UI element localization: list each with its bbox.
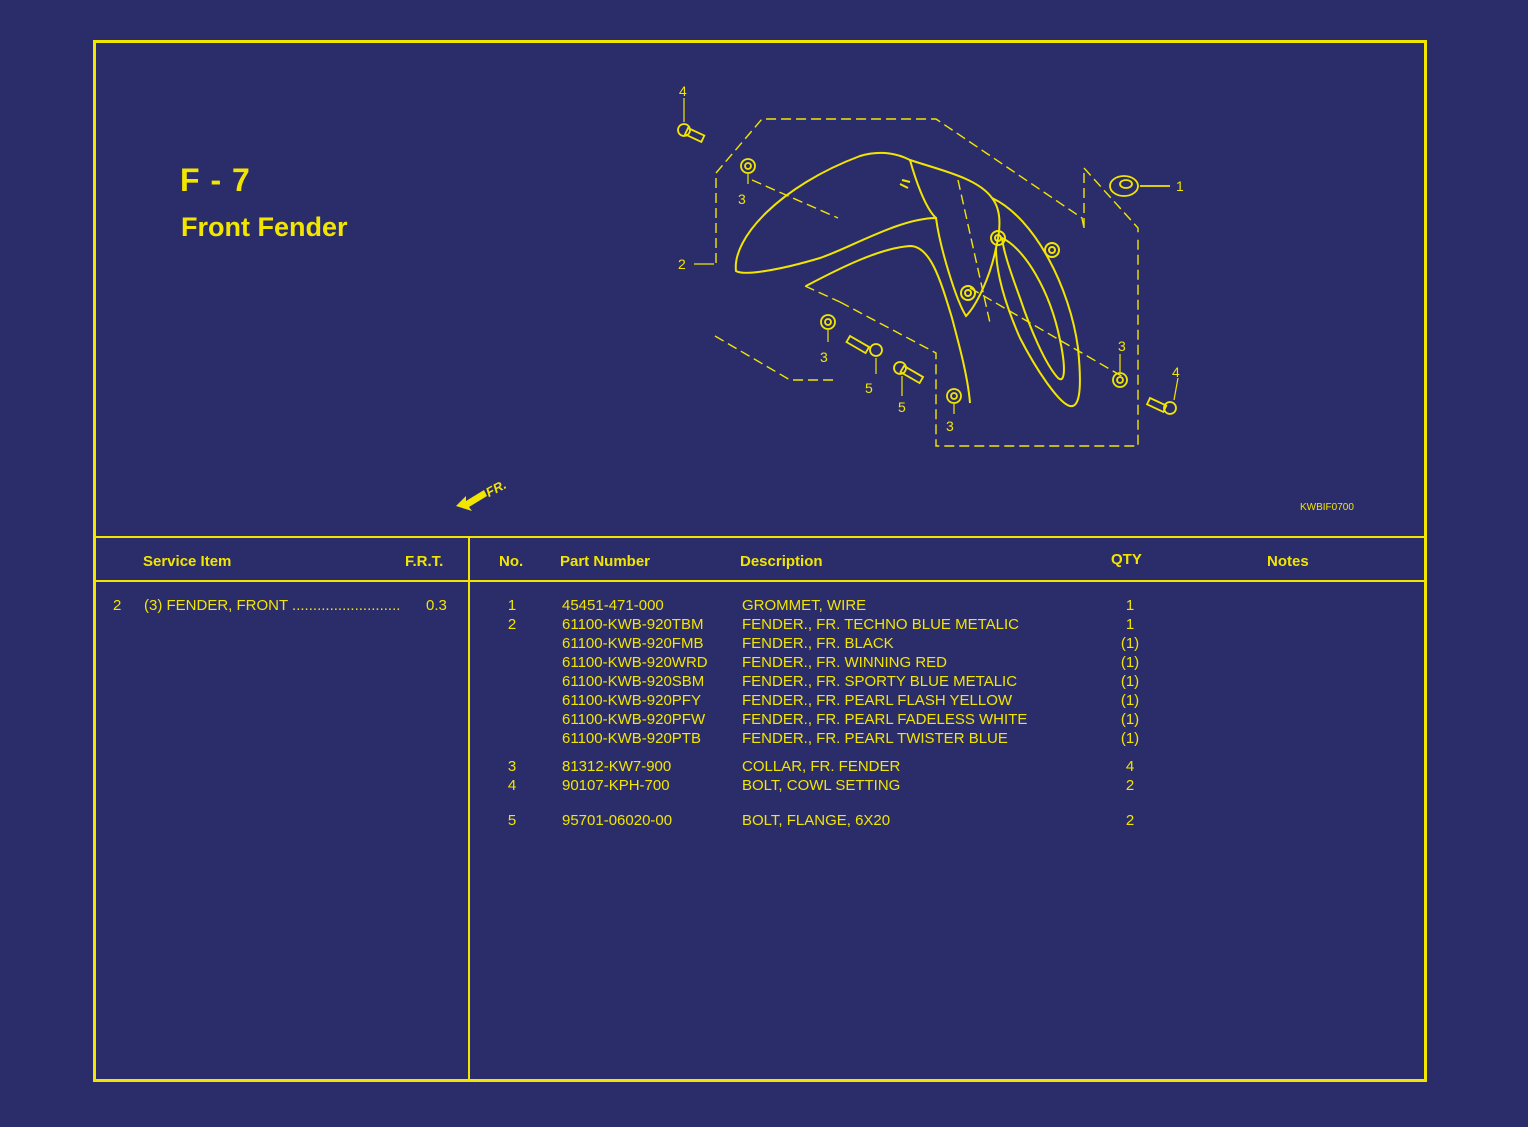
figure-id: KWBIF0700 [1300, 502, 1354, 513]
header-no: No. [499, 553, 524, 570]
header-qty: QTY [1111, 551, 1142, 568]
part-description: FENDER., FR. PEARL FLASH YELLOW [742, 692, 1013, 709]
part-description: FENDER., FR. PEARL FADELESS WHITE [742, 711, 1028, 728]
part-number: 61100-KWB-920FMB [562, 635, 704, 652]
callout-leaders [683, 98, 1179, 414]
part-description: FENDER., FR. SPORTY BLUE METALIC [742, 673, 1018, 690]
front-fender-diagram: 4 1 2 3 3 3 3 4 5 5 [677, 83, 1184, 447]
part-qty: 2 [1125, 812, 1135, 829]
grommet-part [1109, 175, 1170, 197]
fender-body [734, 151, 1081, 408]
cowl-bolt-part [677, 123, 1177, 415]
callout-3b: 3 [820, 349, 828, 365]
part-qty: (1) [1120, 654, 1140, 671]
part-number: 90107-KPH-700 [562, 777, 670, 794]
callout-3d: 3 [946, 418, 954, 434]
fr-label: FR. [483, 477, 509, 500]
header-part-number: Part Number [560, 553, 651, 570]
part-number: 61100-KWB-920WRD [562, 654, 708, 671]
column-divider [468, 537, 470, 1082]
collar-part [740, 158, 1128, 404]
part-number: 61100-KWB-920PFW [562, 711, 706, 728]
part-number: 95701-06020-00 [562, 812, 673, 829]
part-number: 61100-KWB-920TBM [562, 616, 704, 633]
part-no: 3 [507, 758, 517, 775]
part-description: FENDER., FR. PEARL TWISTER BLUE [742, 730, 1008, 747]
front-direction-arrow-icon: FR. [456, 477, 509, 511]
header-notes: Notes [1267, 553, 1309, 570]
callout-numbers: 4 1 2 3 3 3 3 4 5 5 [678, 83, 1184, 434]
part-number: 61100-KWB-920SBM [562, 673, 705, 690]
callout-2: 2 [678, 256, 686, 272]
part-description: BOLT, FLANGE, 6X20 [742, 812, 891, 829]
callout-1: 1 [1176, 178, 1184, 194]
callout-3a: 3 [738, 191, 746, 207]
callout-3c: 3 [1118, 338, 1126, 354]
part-qty: 4 [1125, 758, 1135, 775]
part-qty: 1 [1125, 616, 1135, 633]
service-item-ref: 2 [113, 597, 122, 614]
service-item-name: (3) FENDER, FRONT ......................… [144, 597, 401, 614]
part-description: BOLT, COWL SETTING [742, 777, 901, 794]
part-qty: 2 [1125, 777, 1135, 794]
part-qty: (1) [1120, 711, 1140, 728]
header-frt: F.R.T. [405, 553, 444, 570]
part-number: 61100-KWB-920PFY [562, 692, 701, 709]
part-description: FENDER., FR. BLACK [742, 635, 894, 652]
part-qty: 1 [1125, 597, 1135, 614]
header-description: Description [740, 553, 823, 570]
diagram-divider [93, 536, 1427, 538]
part-description: FENDER., FR. TECHNO BLUE METALIC [742, 616, 1019, 633]
part-no: 1 [507, 597, 517, 614]
section-code: F - 7 [180, 162, 251, 198]
assembly-outline [714, 118, 1139, 447]
header-service-item: Service Item [143, 553, 232, 570]
part-no: 5 [507, 812, 517, 829]
page-title: Front Fender [181, 212, 348, 242]
callout-5a: 5 [865, 380, 873, 396]
part-description: COLLAR, FR. FENDER [742, 758, 901, 775]
callout-4b: 4 [1172, 364, 1180, 380]
part-no: 2 [507, 616, 517, 633]
callout-5b: 5 [898, 399, 906, 415]
callout-4a: 4 [679, 83, 687, 99]
service-item-frt: 0.3 [426, 597, 447, 614]
page-frame [93, 40, 1427, 1082]
part-number: 45451-471-000 [562, 597, 664, 614]
part-qty: (1) [1120, 730, 1140, 747]
part-qty: (1) [1120, 635, 1140, 652]
part-description: FENDER., FR. WINNING RED [742, 654, 947, 671]
header-divider [93, 580, 1427, 582]
flange-bolt-part [845, 334, 925, 385]
part-number: 81312-KW7-900 [562, 758, 672, 775]
part-description: GROMMET, WIRE [742, 597, 867, 614]
part-number: 61100-KWB-920PTB [562, 730, 701, 747]
part-no: 4 [507, 777, 517, 794]
part-qty: (1) [1120, 692, 1140, 709]
part-qty: (1) [1120, 673, 1140, 690]
